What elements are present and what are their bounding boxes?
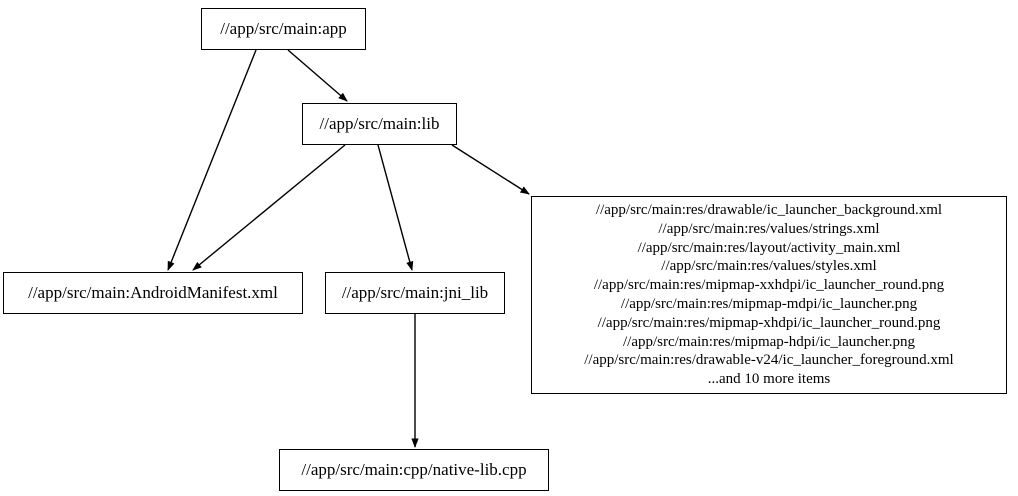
node-resources[interactable]: //app/src/main:res/drawable/ic_launcher_… <box>531 196 1007 394</box>
node-native-lib-cpp[interactable]: //app/src/main:cpp/native-lib.cpp <box>279 449 549 491</box>
node-native-lib-cpp-label: //app/src/main:cpp/native-lib.cpp <box>301 459 527 479</box>
graph-edge <box>451 144 530 195</box>
node-app[interactable]: //app/src/main:app <box>201 8 366 50</box>
node-jni-lib[interactable]: //app/src/main:jni_lib <box>325 272 505 314</box>
graph-edge <box>167 49 257 271</box>
node-android-manifest[interactable]: //app/src/main:AndroidManifest.xml <box>3 272 303 314</box>
node-lib-label: //app/src/main:lib <box>319 113 440 133</box>
node-android-manifest-label: //app/src/main:AndroidManifest.xml <box>28 282 278 302</box>
graph-edge <box>287 49 348 102</box>
node-lib[interactable]: //app/src/main:lib <box>302 103 457 145</box>
node-jni-lib-label: //app/src/main:jni_lib <box>341 282 489 302</box>
graph-edge <box>377 144 414 271</box>
node-app-label: //app/src/main:app <box>220 18 347 38</box>
graph-edge <box>192 144 346 271</box>
node-resources-label: //app/src/main:res/drawable/ic_launcher_… <box>584 201 954 388</box>
